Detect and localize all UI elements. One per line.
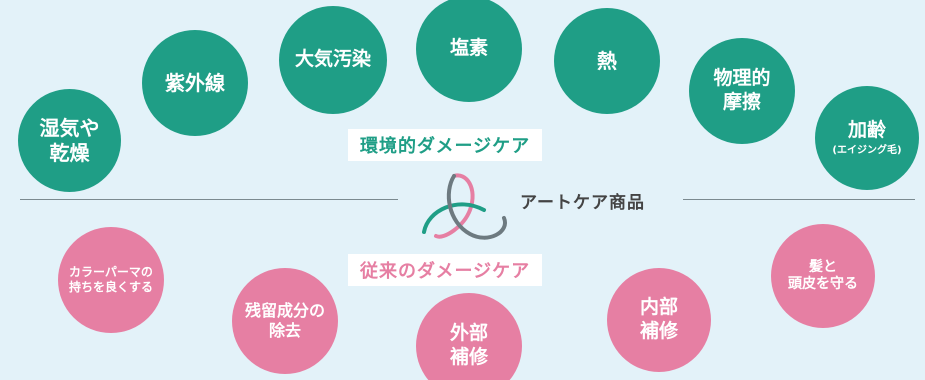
env-circle-humidity: 湿気や 乾燥 xyxy=(18,89,121,192)
env-circle-label: 加齢 xyxy=(847,118,886,141)
env-circle-label: 紫外線 xyxy=(165,70,225,95)
env-circle-label: 物理的 摩擦 xyxy=(713,67,771,113)
interlocking-rings-logo xyxy=(422,173,507,240)
env-circle-label: 湿気や 乾燥 xyxy=(39,115,100,165)
divider-line-left xyxy=(20,199,398,200)
env-circle-uv: 紫外線 xyxy=(142,30,248,136)
trad-circle-internal-repair: 内部 補修 xyxy=(607,268,711,372)
traditional-damage-care-label: 従来のダメージケア xyxy=(348,254,543,286)
env-circle-label: 大気汚染 xyxy=(294,48,371,71)
trad-circle-external-repair: 外部 補修 xyxy=(416,293,522,380)
env-circle-air-pollution: 大気汚染 xyxy=(279,6,387,114)
trad-circle-label: 外部 補修 xyxy=(449,322,488,368)
env-circle-chlorine: 塩素 xyxy=(416,0,522,102)
trad-circle-hair-scalp: 髪と 頭皮を守る xyxy=(771,224,875,328)
trad-circle-residue-removal: 残留成分の 除去 xyxy=(232,268,338,374)
env-circle-sublabel: (エイジング毛) xyxy=(832,144,902,156)
env-circle-aging: 加齢 (エイジング毛) xyxy=(815,86,919,190)
trad-circle-color-perm: カラーパーマの 持ちを良くする xyxy=(58,227,164,333)
art-care-product-label: アートケア商品 xyxy=(520,193,645,213)
env-damage-care-label: 環境的ダメージケア xyxy=(348,129,543,161)
trad-circle-label: 残留成分の 除去 xyxy=(244,301,325,340)
divider-line-right xyxy=(683,199,915,200)
env-circle-friction: 物理的 摩擦 xyxy=(689,38,795,144)
trad-circle-label: カラーパーマの 持ちを良くする xyxy=(68,265,153,294)
env-circle-heat: 熱 xyxy=(554,8,660,114)
env-circle-label: 熱 xyxy=(597,48,617,73)
trad-circle-label: 内部 補修 xyxy=(639,296,678,342)
trad-circle-label: 髪と 頭皮を守る xyxy=(788,258,858,293)
env-circle-label: 塩素 xyxy=(449,37,488,60)
